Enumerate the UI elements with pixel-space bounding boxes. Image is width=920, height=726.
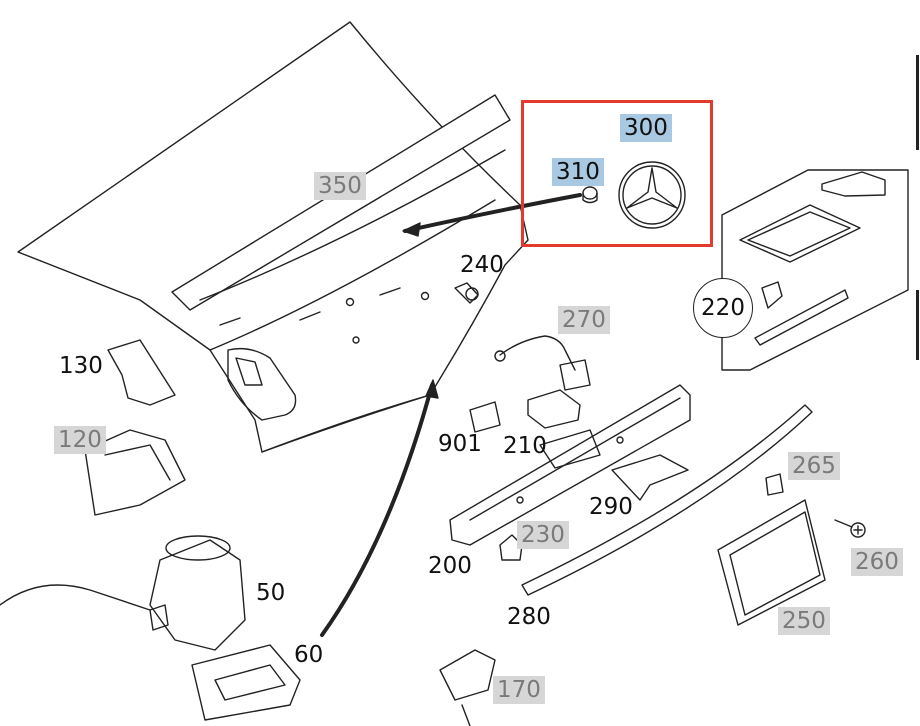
callout-120: 120 <box>54 426 106 454</box>
callout-170: 170 <box>493 676 545 704</box>
bracket-120-drawing <box>84 429 186 516</box>
nut-265-drawing <box>765 473 784 496</box>
handle-strip-200-drawing <box>449 384 691 546</box>
lock-cylinder-50-drawing <box>149 535 246 651</box>
arrow-handle-to-lid <box>320 383 434 637</box>
callout-260: 260 <box>851 548 903 576</box>
callout-130: 130 <box>59 353 103 379</box>
parts-901-210-drawing <box>469 389 581 433</box>
highlight-frame <box>521 100 713 247</box>
callout-270: 270 <box>558 306 610 334</box>
callout-240: 240 <box>460 252 504 278</box>
callout-200: 200 <box>428 553 472 579</box>
callout-280: 280 <box>507 604 551 630</box>
arrow-head-icon-2 <box>425 379 439 399</box>
trim-280-drawing <box>521 404 813 596</box>
screw-260-drawing <box>834 519 866 538</box>
sensor-170-drawing <box>439 649 496 726</box>
callout-300: 300 <box>620 114 672 142</box>
callout-230: 230 <box>517 521 569 549</box>
callout-50: 50 <box>256 580 286 606</box>
emblem-star-drawing <box>618 161 686 229</box>
arrow-head-icon <box>402 222 421 237</box>
bracket-130-drawing <box>107 339 176 406</box>
callout-290: 290 <box>589 494 633 520</box>
handle-60-drawing <box>191 644 301 721</box>
bolt-240-drawing <box>454 282 479 304</box>
bowden-cable-drawing <box>0 584 151 611</box>
callout-901: 901 <box>438 431 482 457</box>
callout-265: 265 <box>788 452 840 480</box>
right-edge-line-2 <box>916 290 919 360</box>
callout-210: 210 <box>503 433 547 459</box>
callout-60: 60 <box>294 642 324 668</box>
callout-350: 350 <box>314 172 366 200</box>
arrow-emblem-to-lid <box>403 193 582 233</box>
switch-270-drawing <box>494 335 591 391</box>
callout-310: 310 <box>552 158 604 186</box>
cover-panel-drawing <box>721 169 909 371</box>
grommet-230-drawing <box>499 534 523 561</box>
callout-220: 220 <box>693 278 753 338</box>
callout-250: 250 <box>778 607 830 635</box>
plate-bracket-250-drawing <box>717 499 826 626</box>
cover-290-drawing <box>611 454 689 501</box>
screw-310-drawing <box>582 186 598 204</box>
right-edge-line <box>916 55 919 150</box>
trunk-lid-drawing <box>17 21 529 453</box>
